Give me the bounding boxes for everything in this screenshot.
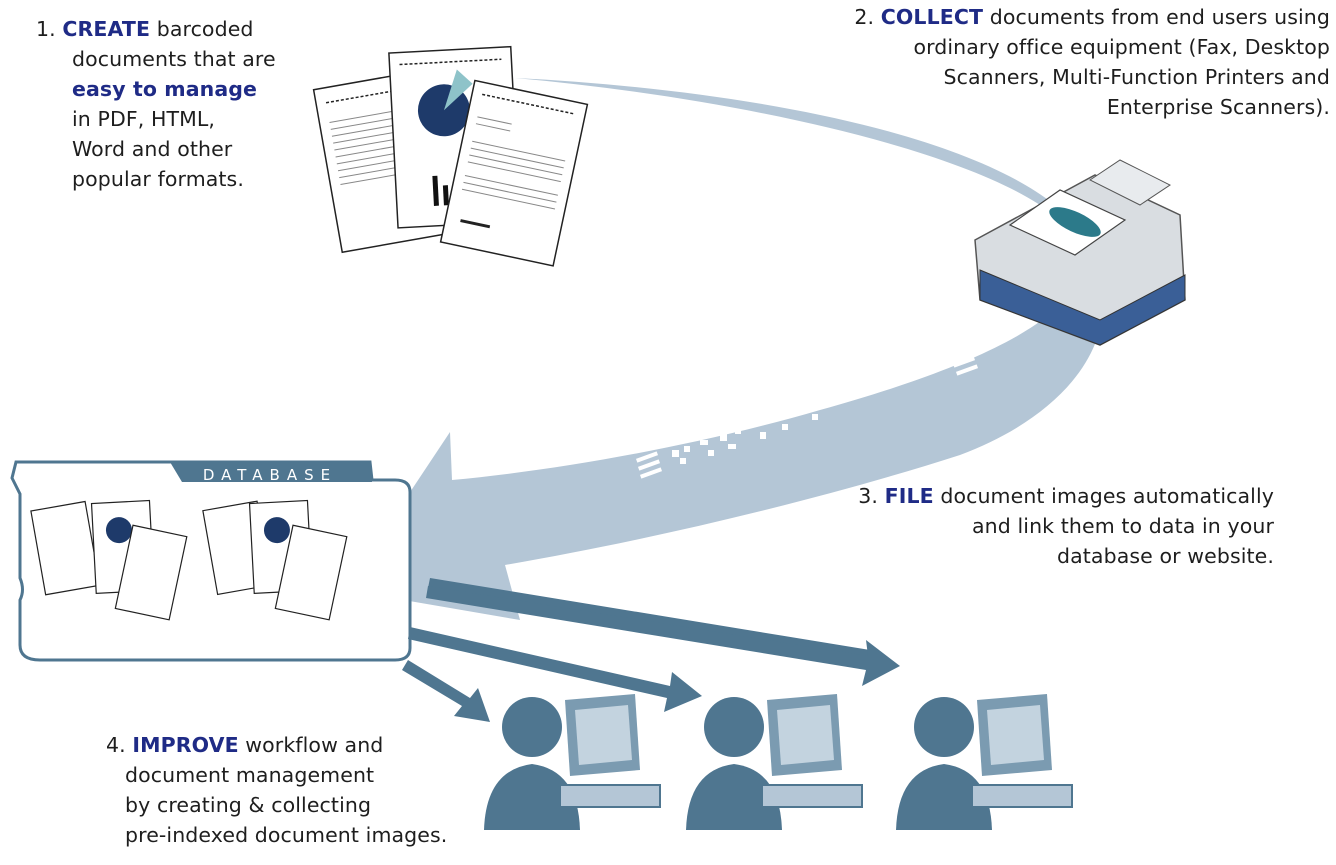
step-2-line4: Enterprise Scanners).: [1106, 95, 1330, 119]
step-3-line2: and link them to data in your: [972, 514, 1274, 538]
step-1-highlight: easy to manage: [72, 77, 258, 101]
step-4-text: 4. IMPROVE workflow and document managem…: [106, 730, 526, 850]
step-1-line6: popular formats.: [72, 167, 244, 191]
distribution-arrows: [402, 578, 900, 722]
step-4-number: 4.: [106, 733, 126, 757]
user-computer-icon: [484, 694, 1073, 830]
step-4-keyword: IMPROVE: [132, 733, 239, 757]
step-3-text: 3. FILE document images automatically an…: [740, 481, 1274, 571]
step-4-line4: pre-indexed document images.: [125, 823, 448, 847]
step-2-number: 2.: [854, 5, 875, 29]
database-label: DATABASE: [202, 466, 338, 484]
step-4-line3: by creating & collecting: [125, 793, 372, 817]
step-3-line1: document images automatically: [933, 484, 1274, 508]
step-1-line5: Word and other: [72, 137, 233, 161]
step-2-line3: Scanners, Multi-Function Printers and: [943, 65, 1330, 89]
step-1-line4: in PDF, HTML,: [72, 107, 216, 131]
database-icon: [10, 460, 412, 662]
step-3-keyword: FILE: [884, 484, 934, 508]
step-3-line3: database or website.: [1057, 544, 1274, 568]
step-4-line1: workflow and: [238, 733, 384, 757]
step-2-text: 2. COLLECT documents from end users usin…: [760, 2, 1330, 122]
scanner-icon: [974, 159, 1186, 346]
step-1-keyword: CREATE: [62, 17, 151, 41]
step-1-text: 1. CREATE barcoded documents that are ea…: [36, 14, 336, 194]
flow-arrow: [345, 78, 1104, 620]
step-4-line2: document management: [125, 763, 375, 787]
step-2-keyword: COLLECT: [880, 5, 984, 29]
barcode-stream-icon: [635, 348, 979, 479]
document-stack-icon: [312, 45, 589, 267]
step-2-line1: documents from end users using: [983, 5, 1330, 29]
step-1-line1: barcoded: [150, 17, 254, 41]
step-2-line2: ordinary office equipment (Fax, Desktop: [913, 35, 1330, 59]
step-3-number: 3.: [858, 484, 878, 508]
step-1-line2: documents that are: [72, 47, 276, 71]
step-1-number: 1.: [36, 17, 56, 41]
